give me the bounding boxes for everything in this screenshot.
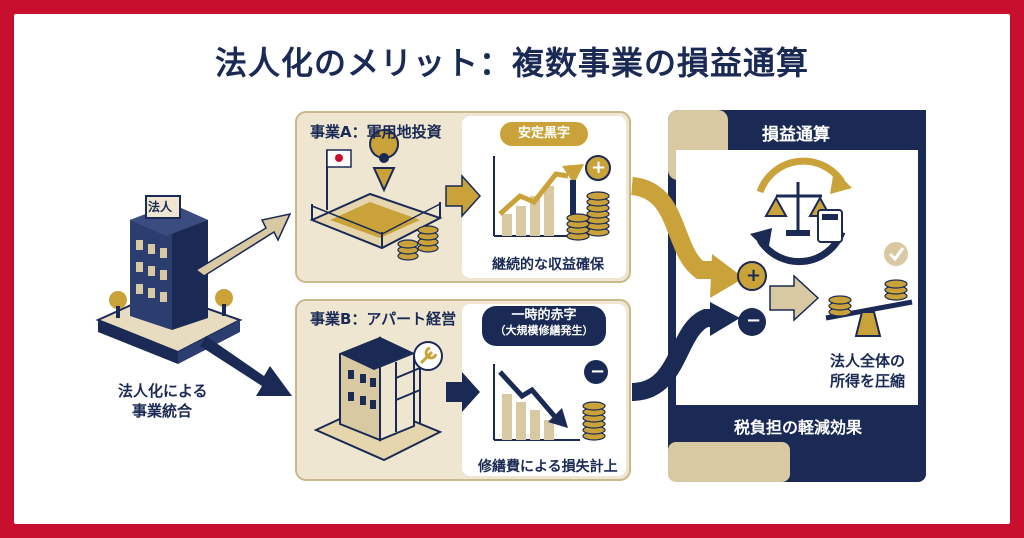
balance-seesaw [825, 242, 913, 337]
left-label-line1: 法人化による [118, 382, 208, 400]
offset-icon [750, 157, 852, 266]
page-title: 法人化のメリット：複数事業の損益通算 [214, 44, 809, 82]
loss-chart [493, 360, 608, 441]
loss-sign: − [590, 361, 606, 382]
corporation-building [95, 195, 243, 364]
result-line2: 所得を圧縮 [830, 372, 906, 390]
tax-reduction-footer: 税負担の軽減効果 [734, 418, 863, 437]
business-a-title: 事業A：軍用地投資 [310, 123, 442, 141]
arrow-to-business-a [194, 212, 292, 277]
building-sign: 法人 [148, 200, 173, 214]
stable-profit-badge: 安定黒字 [500, 122, 588, 146]
apartment-illustration [313, 336, 443, 462]
business-b-caption: 修繕費による損失計上 [478, 459, 618, 475]
temporary-loss-line1: 一時的赤字 [511, 308, 577, 323]
gold-flow-arrow [630, 177, 716, 279]
temporary-loss-line2: （大規模修繕発生） [494, 324, 594, 338]
business-a-caption: 継続的な収益確保 [492, 257, 604, 273]
left-label-line2: 事業統合 [132, 402, 193, 420]
minus-sign: − [746, 310, 762, 331]
offset-title: 損益通算 [762, 125, 830, 145]
profit-sign: + [591, 157, 607, 178]
military-land-illustration [309, 129, 443, 261]
result-line1: 法人全体の [830, 352, 906, 370]
minus-circle [738, 308, 766, 336]
business-b-title: 事業B：アパート経営 [310, 310, 457, 328]
arrow-b-to-chart [446, 372, 480, 412]
profit-chart [493, 155, 611, 241]
navy-flow-arrow [631, 309, 716, 401]
arrow-a-to-chart [445, 174, 482, 218]
plus-circle [737, 261, 767, 291]
arrow-to-business-b [200, 336, 292, 396]
plus-sign: + [746, 265, 762, 286]
temporary-loss-badge: 一時的赤字 （大規模修繕発生） [482, 306, 606, 346]
